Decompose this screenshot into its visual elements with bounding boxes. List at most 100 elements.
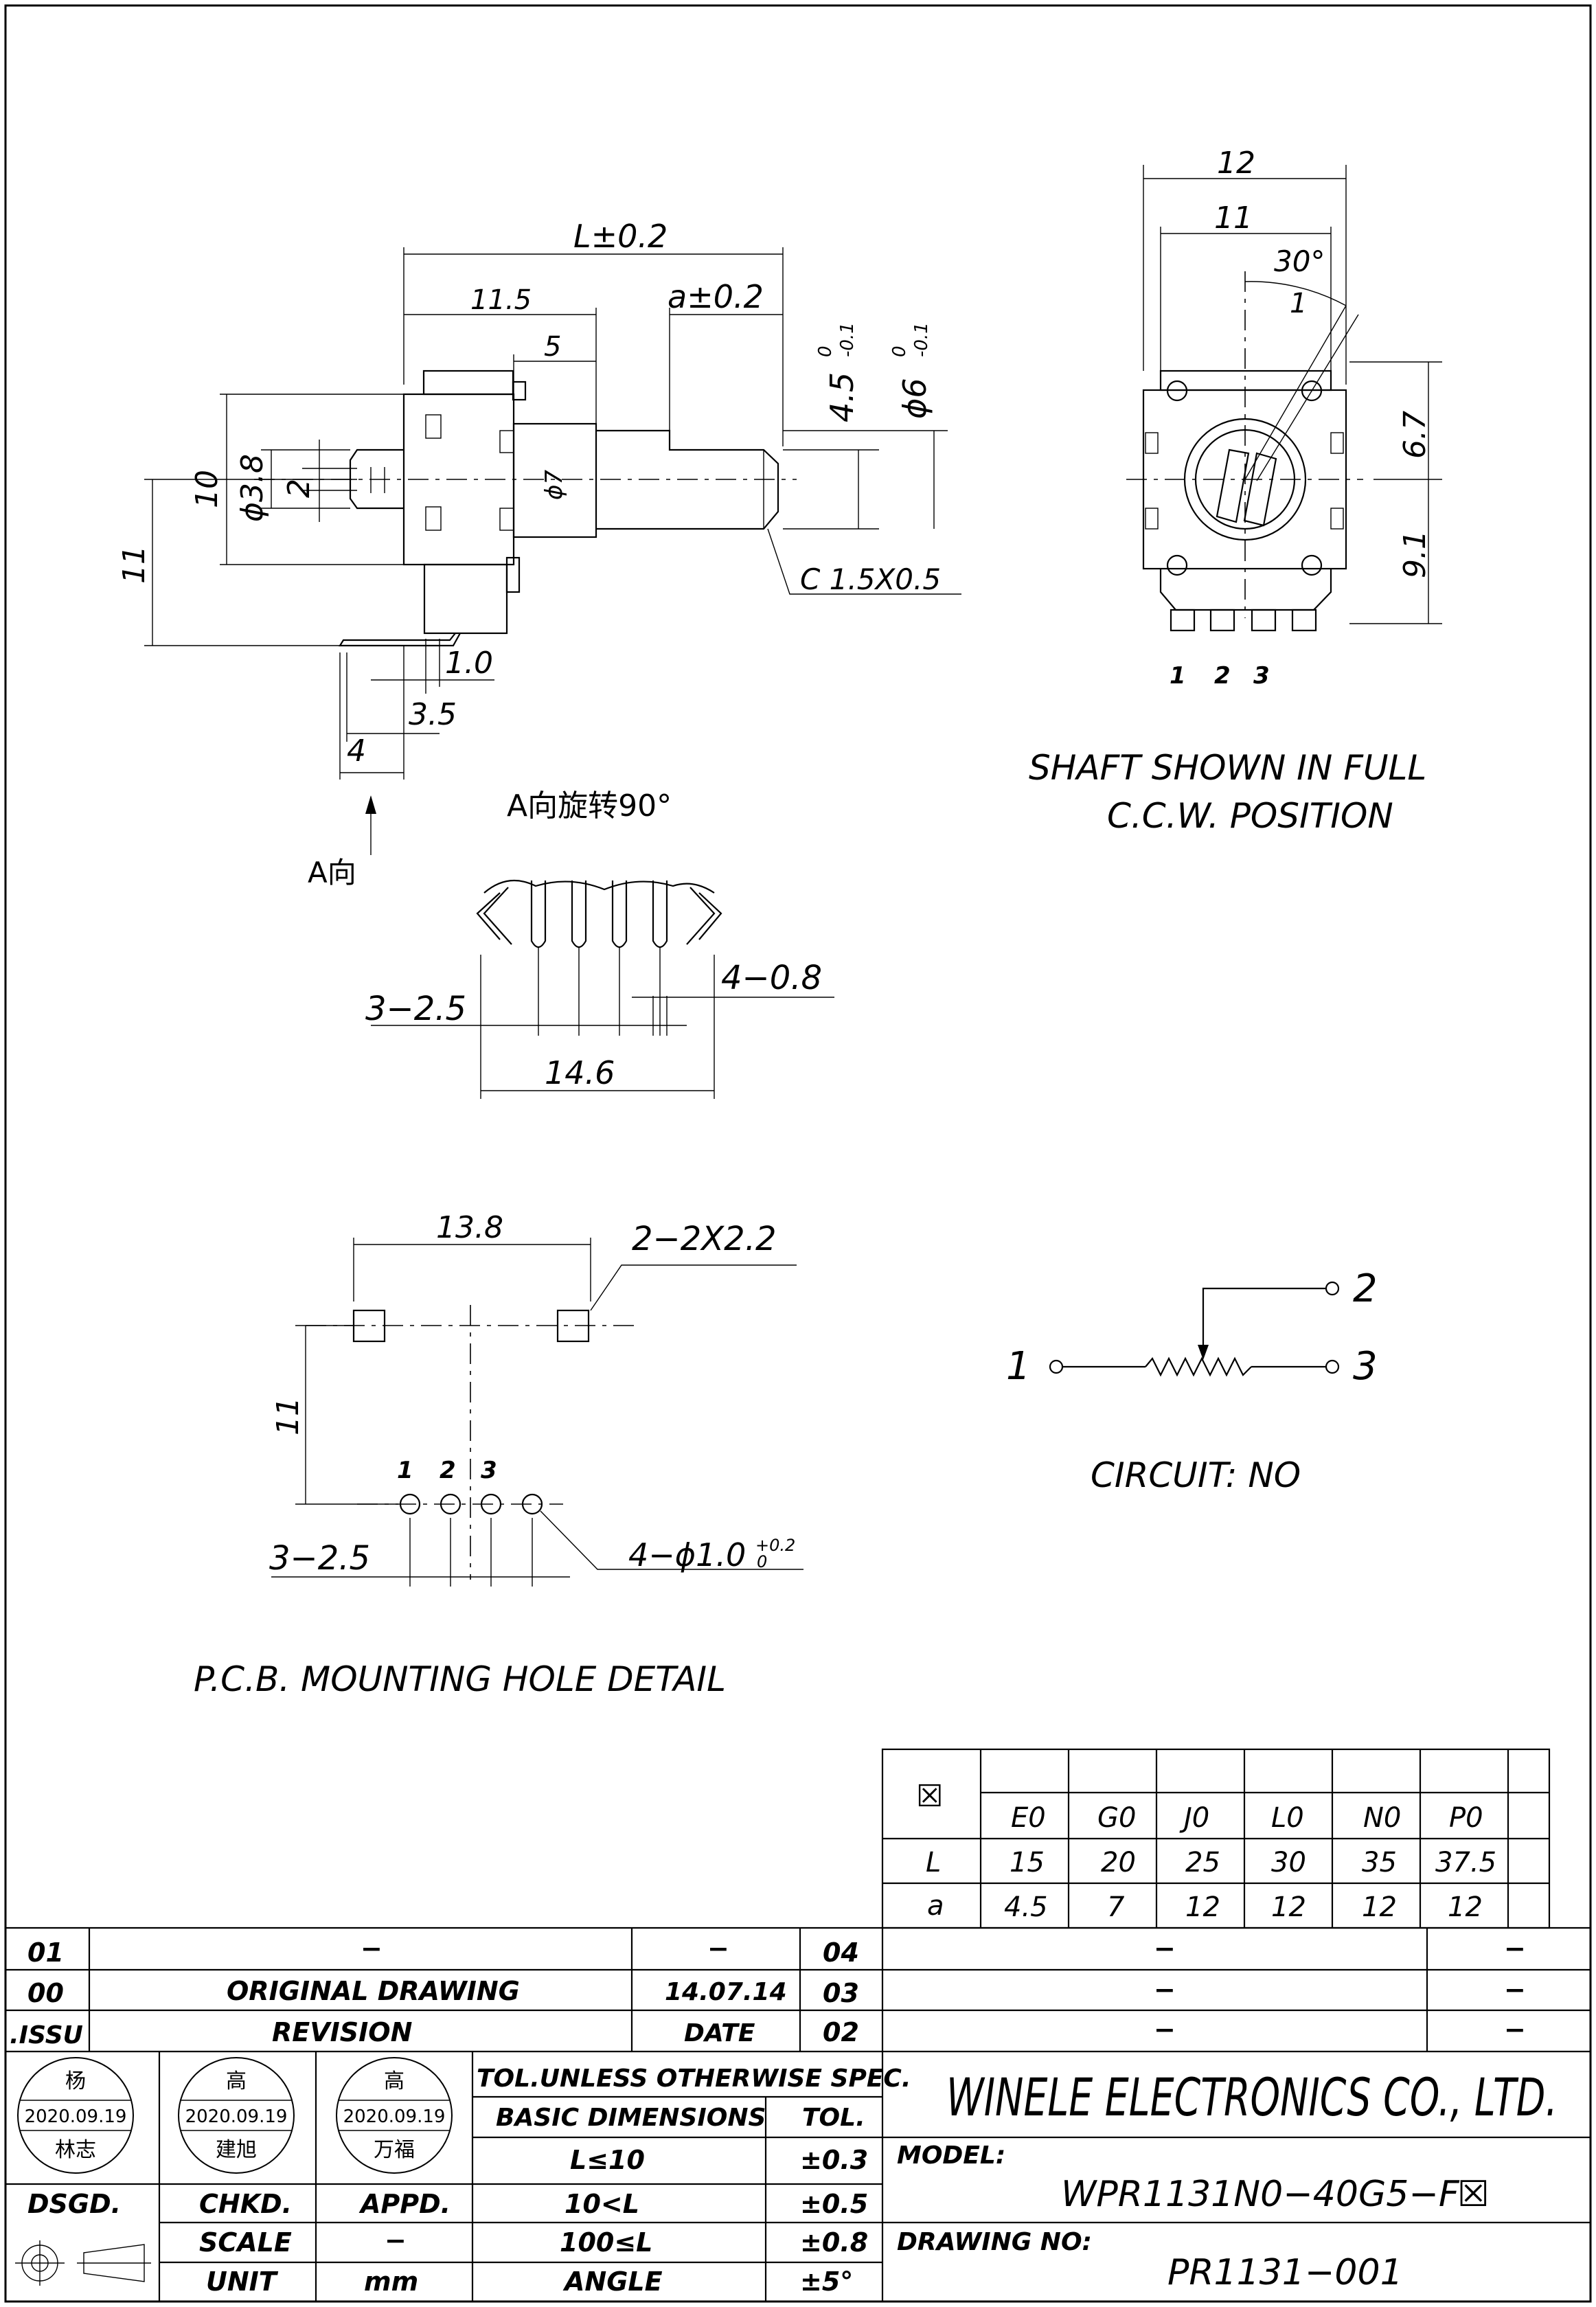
dim-11-5: 11.5 bbox=[470, 284, 532, 316]
role-dsgd: DSGD. bbox=[27, 2189, 121, 2219]
circuit-label: CIRCUIT: NO bbox=[1091, 1455, 1301, 1495]
variant-corner-symbol: ☒ bbox=[916, 1779, 943, 1814]
dim-a: a±0.2 bbox=[668, 278, 764, 315]
stamp-appd-date: 2020.09.19 bbox=[343, 2106, 446, 2127]
role-chkd: CHKD. bbox=[199, 2189, 292, 2219]
rev-desc-01: − bbox=[361, 1933, 383, 1964]
stamp-dsgd-date: 2020.09.19 bbox=[25, 2106, 127, 2127]
variant-code-3: J0 bbox=[1179, 1802, 1209, 1834]
signature-stamp-chkd bbox=[178, 2057, 295, 2174]
pin-dim-14-6: 14.6 bbox=[545, 1054, 615, 1091]
model-value: WPR1131N0−40G5−F bbox=[1061, 2174, 1460, 2215]
front-pin-2: 2 bbox=[1214, 662, 1231, 690]
dim-phi6-tol-lower: -0.1 bbox=[911, 322, 932, 357]
dim-4: 4 bbox=[347, 734, 366, 769]
stamp-appd-top: 高 bbox=[384, 2069, 404, 2093]
rev-right-no-02: 02 bbox=[823, 2017, 859, 2047]
role-appd: APPD. bbox=[358, 2189, 451, 2219]
pcb-dim-13-8: 13.8 bbox=[436, 1210, 503, 1245]
scale-label: SCALE bbox=[199, 2227, 292, 2258]
tol-row-2-tol: ±0.5 bbox=[800, 2189, 868, 2219]
tol-row-4-dim: ANGLE bbox=[562, 2266, 663, 2297]
unit-value: mm bbox=[364, 2266, 418, 2297]
variant-L-5: 35 bbox=[1362, 1847, 1397, 1878]
dim-chamfer: C 1.5X0.5 bbox=[800, 562, 941, 596]
dim-phi3-8: ϕ3.8 bbox=[235, 454, 270, 522]
pcb-dim-3-2-5: 3−2.5 bbox=[269, 1539, 370, 1578]
tol-row-1-tol: ±0.3 bbox=[800, 2145, 868, 2175]
rev-desc-header: REVISION bbox=[272, 2017, 412, 2047]
variant-code-1: E0 bbox=[1011, 1802, 1046, 1834]
tol-col-tol: TOL. bbox=[802, 2104, 865, 2132]
stamp-appd-bottom: 万福 bbox=[374, 2138, 415, 2162]
variant-a-1: 4.5 bbox=[1004, 1891, 1048, 1923]
tol-col-basic: BASIC DIMENSIONS bbox=[496, 2104, 766, 2132]
rev-issue-00: 00 bbox=[27, 1978, 64, 2008]
dim-5: 5 bbox=[544, 331, 561, 363]
dim-4-5-tol-upper: 0 bbox=[815, 345, 836, 357]
circuit-terminal-2: 2 bbox=[1353, 1266, 1378, 1311]
circuit-terminal-1: 1 bbox=[1006, 1344, 1031, 1389]
variant-L-6: 37.5 bbox=[1435, 1847, 1496, 1878]
pcb-dim-holes: 4−ϕ1.0 bbox=[628, 1536, 746, 1573]
tol-row-4-tol: ±5° bbox=[800, 2266, 853, 2297]
pcb-dim-holes-tol-lower: 0 bbox=[757, 1552, 767, 1571]
view-A-caption: A向旋转90° bbox=[507, 788, 672, 823]
variant-code-5: N0 bbox=[1363, 1802, 1401, 1834]
dim-2: 2 bbox=[282, 479, 317, 498]
drawing-no-label: DRAWING NO: bbox=[897, 2228, 1092, 2256]
unit-label: UNIT bbox=[206, 2266, 279, 2297]
model-label: MODEL: bbox=[897, 2141, 1005, 2170]
rev-right-desc-03: − bbox=[1154, 1975, 1176, 2005]
stamp-chkd-top: 高 bbox=[226, 2069, 247, 2093]
scale-value: − bbox=[385, 2225, 407, 2255]
dim-phi6: ϕ6 bbox=[896, 378, 933, 419]
pin-dim-3-2-5: 3−2.5 bbox=[365, 990, 466, 1028]
dim-3-5: 3.5 bbox=[409, 697, 457, 732]
pin-dim-4-0-8: 4−0.8 bbox=[721, 959, 822, 997]
signature-stamp-dsgd bbox=[17, 2057, 134, 2174]
front-caption-line1: SHAFT SHOWN IN FULL bbox=[1029, 748, 1426, 788]
dim-1-front: 1 bbox=[1290, 288, 1307, 319]
dim-1-0: 1.0 bbox=[445, 646, 493, 681]
variant-L-4: 30 bbox=[1271, 1847, 1306, 1878]
rev-right-date-02: − bbox=[1504, 2014, 1526, 2045]
title-block-grid bbox=[5, 1927, 1591, 2302]
tol-row-3-tol: ±0.8 bbox=[800, 2227, 868, 2258]
pcb-pin-1: 1 bbox=[397, 1457, 413, 1484]
rev-right-desc-04: − bbox=[1154, 1933, 1176, 1964]
variant-code-4: L0 bbox=[1271, 1802, 1304, 1834]
variant-code-6: P0 bbox=[1449, 1802, 1483, 1834]
side-view bbox=[144, 247, 961, 855]
pcb-dim-2-2x2-2: 2−2X2.2 bbox=[632, 1220, 777, 1258]
variant-row-a-label: a bbox=[927, 1890, 944, 1922]
rev-right-date-03: − bbox=[1504, 1975, 1526, 2005]
dim-30deg: 30° bbox=[1274, 245, 1325, 278]
dim-phi7: ϕ7 bbox=[540, 470, 568, 500]
dim-4-5: 4.5 bbox=[823, 372, 860, 422]
dim-L: L±0.2 bbox=[573, 218, 668, 255]
stamp-dsgd-top: 杨 bbox=[65, 2069, 86, 2093]
dim-6-7: 6.7 bbox=[1398, 411, 1433, 459]
variant-code-2: G0 bbox=[1097, 1802, 1136, 1834]
variant-row-L-label: L bbox=[926, 1847, 941, 1878]
stamp-chkd-bottom: 建旭 bbox=[216, 2138, 257, 2162]
model-box: ☒ bbox=[1457, 2174, 1490, 2215]
rev-right-desc-02: − bbox=[1154, 2014, 1176, 2045]
pin-view bbox=[371, 879, 834, 1099]
variant-L-2: 20 bbox=[1101, 1847, 1136, 1878]
variant-L-3: 25 bbox=[1185, 1847, 1220, 1878]
rev-issue-01: 01 bbox=[27, 1937, 64, 1968]
rev-right-date-04: − bbox=[1504, 1933, 1526, 1964]
front-caption-line2: C.C.W. POSITION bbox=[1107, 796, 1393, 836]
pcb-dim-11: 11 bbox=[271, 1397, 306, 1435]
circuit-terminal-3: 3 bbox=[1353, 1344, 1378, 1389]
stamp-chkd-date: 2020.09.19 bbox=[185, 2106, 288, 2127]
rev-desc-00: ORIGINAL DRAWING bbox=[227, 1976, 520, 2006]
rev-right-no-04: 04 bbox=[823, 1937, 859, 1968]
pcb-detail-title: P.C.B. MOUNTING HOLE DETAIL bbox=[194, 1659, 726, 1699]
dim-11-side: 11 bbox=[117, 545, 152, 584]
circuit-diagram bbox=[1049, 1281, 1340, 1377]
dim-4-5-tol-lower: -0.1 bbox=[837, 322, 858, 357]
